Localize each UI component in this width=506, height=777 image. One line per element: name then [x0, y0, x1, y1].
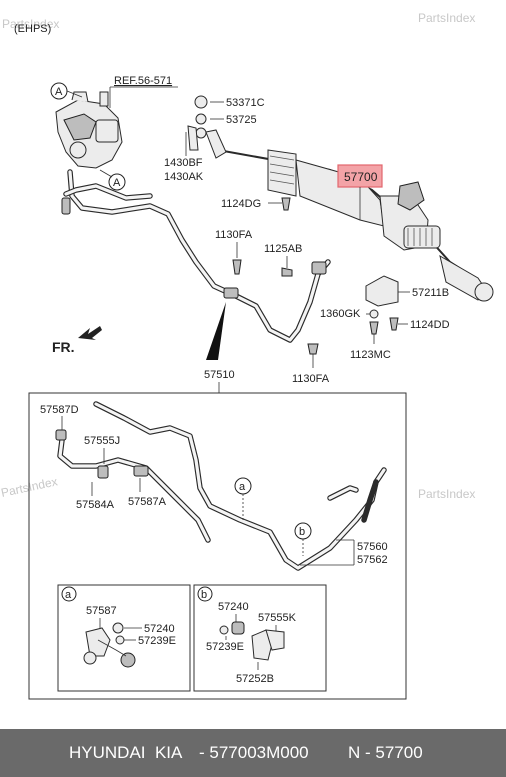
part-footer-bar: HYUNDAI KIA - 577003M000 N - 57700 — [0, 729, 506, 777]
zoom-pointer-icon — [206, 302, 226, 360]
part-label-57239E-a[interactable]: 57239E — [138, 635, 176, 647]
inset-b-box — [193, 584, 327, 692]
part-label-57239E-b[interactable]: 57239E — [206, 641, 244, 653]
front-direction-label: FR. — [52, 339, 75, 355]
part-label-57555K[interactable]: 57555K — [258, 612, 297, 624]
steering-gear-drawing — [187, 125, 494, 302]
part-label-57560[interactable]: 57560 — [357, 541, 388, 553]
pressure-hose-drawing — [61, 169, 331, 343]
part-label-57252B[interactable]: 57252B — [236, 673, 274, 685]
part-label-57587D[interactable]: 57587D — [40, 404, 79, 416]
part-label-57587-inset[interactable]: 57587 — [86, 605, 117, 617]
part-label-57555J[interactable]: 57555J — [84, 435, 120, 447]
inset-b-circle — [197, 586, 213, 602]
part-label-1430AK[interactable]: 1430AK — [164, 171, 204, 183]
callout-circle-a — [108, 173, 126, 191]
pump-assembly-drawing — [55, 91, 123, 169]
hose-detail-drawing — [55, 401, 387, 571]
inset-b-label: b — [201, 589, 207, 601]
part-label-1130FA-bottom[interactable]: 1130FA — [292, 373, 330, 385]
part-label-57510[interactable]: 57510 — [204, 369, 235, 381]
variant-label: (EHPS) — [14, 23, 51, 35]
part-label-1360GK[interactable]: 1360GK — [320, 308, 361, 320]
footer-brand: HYUNDAI KIA — [69, 743, 183, 762]
diagram-canvas: PartsIndex PartsIndex PartsIndex PartsIn… — [0, 11, 494, 700]
watermark: PartsIndex — [418, 487, 475, 501]
footer-ref: N - 57700 — [348, 743, 423, 762]
part-label-1123MC[interactable]: 1123MC — [350, 349, 391, 361]
inset-a-label: a — [65, 589, 72, 601]
watermark: PartsIndex — [2, 17, 59, 31]
part-label-57587A[interactable]: 57587A — [128, 496, 167, 508]
part-label-1124DG[interactable]: 1124DG — [221, 198, 261, 210]
clamp-b-drawing — [219, 621, 285, 661]
part-label-1130FA-top[interactable]: 1130FA — [215, 229, 253, 241]
part-label-1125AB[interactable]: 1125AB — [264, 243, 302, 255]
part-label-57240-a[interactable]: 57240 — [144, 623, 175, 635]
part-label-53371C[interactable]: 53371C — [226, 97, 265, 109]
callout-a-label: A — [55, 86, 63, 98]
part-label-53725[interactable]: 53725 — [226, 114, 257, 126]
part-label-57584A[interactable]: 57584A — [76, 499, 115, 511]
part-label-1430BF[interactable]: 1430BF — [164, 157, 203, 169]
inset-a-circle — [61, 586, 77, 602]
part-label-1124DD[interactable]: 1124DD — [410, 319, 450, 331]
ref-label: REF.56-571 — [114, 75, 172, 87]
watermark: PartsIndex — [418, 11, 475, 25]
front-arrow-icon — [78, 326, 102, 340]
clamp-a-drawing — [83, 622, 136, 668]
part-label-57700[interactable]: 57700 — [344, 170, 378, 184]
detail-box — [28, 392, 407, 700]
part-label-57562[interactable]: 57562 — [357, 554, 388, 566]
callout-a-label: a — [239, 481, 246, 493]
callout-b-label: b — [299, 526, 305, 538]
inset-a-box — [57, 584, 191, 692]
part-label-57240-b[interactable]: 57240 — [218, 601, 249, 613]
part-label-57211B[interactable]: 57211B — [412, 287, 449, 299]
callout-a-label: A — [113, 177, 121, 189]
footer-part-code: - 577003M000 — [199, 743, 309, 762]
